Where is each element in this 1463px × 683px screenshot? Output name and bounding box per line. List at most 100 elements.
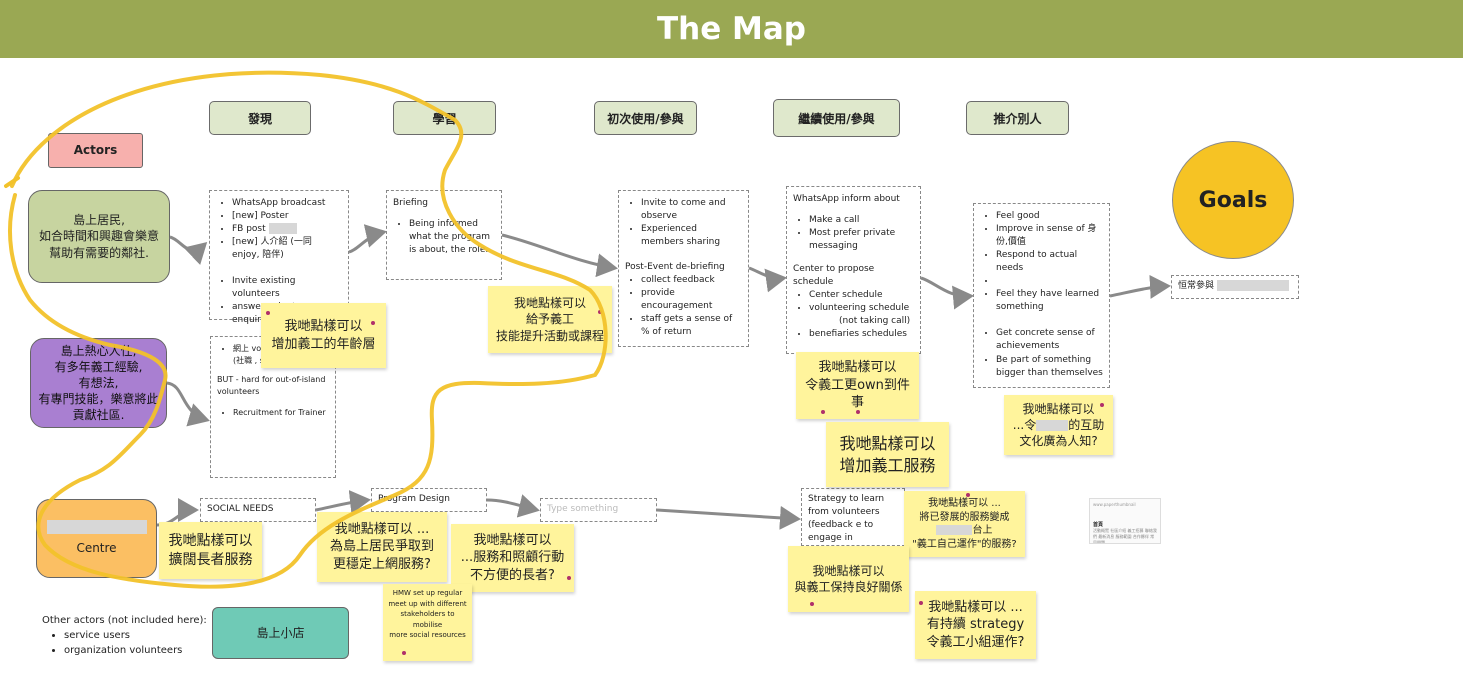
arrow-enthusiasts-discover2 xyxy=(166,381,210,427)
sticky-line: 擴闊長者服務 xyxy=(168,551,253,568)
actor-shop[interactable]: 島上小店 xyxy=(212,607,349,659)
redacted-block xyxy=(268,223,297,235)
sticky-line: 我哋點樣可以 xyxy=(839,433,936,453)
goal-box[interactable]: 恒常參與 xyxy=(1171,275,1299,299)
sticky-note[interactable]: 我哋點樣可以增加義工的年齡層 xyxy=(261,303,386,368)
sticky-note[interactable]: 我哋點樣可以 ...為島上居民爭取到更穩定上網服務? xyxy=(317,512,447,582)
sticky-note[interactable]: 我哋點樣可以 ... 將已發展的服務變成 台上 "義工自己運作"的服務? xyxy=(904,491,1025,557)
refer-item: Feel good xyxy=(996,210,1103,223)
sticky-note[interactable]: 我哋點樣可以給予義工技能提升活動或課程 xyxy=(488,286,612,353)
social-needs-box[interactable]: SOCIAL NEEDS xyxy=(200,498,316,522)
actors-label[interactable]: Actors xyxy=(48,133,143,168)
pin-dot xyxy=(810,602,814,606)
strategy-box[interactable]: Strategy to learn from volunteers (feedb… xyxy=(801,488,905,546)
sticky-line: 與義工保持良好關係 xyxy=(794,580,903,594)
sticky-line: 我哋點樣可以 xyxy=(812,563,885,578)
discover2-but: BUT - hard for out-of-island volunteers xyxy=(217,375,326,396)
actor-enthusiasts-line: 有專門技能，樂意將此 xyxy=(38,392,159,407)
discover-box[interactable]: WhatsApp broadcast [new] Poster FB post … xyxy=(209,190,349,325)
continue-box[interactable]: WhatsApp inform about Make a call Most p… xyxy=(786,186,921,354)
pin-dot xyxy=(821,410,825,414)
sticky-line: 更穩定上網服務? xyxy=(333,556,431,572)
actor-centre[interactable]: Centre xyxy=(36,499,157,578)
first-use-item: Experienced members sharing xyxy=(641,223,742,249)
briefing-box[interactable]: Briefing Being informed what the program… xyxy=(386,190,502,280)
sticky-note[interactable]: 我哋點樣可以 ...令的互助 文化廣為人知? xyxy=(1004,395,1113,455)
stage-discover[interactable]: 發現 xyxy=(209,101,311,135)
discover-item: WhatsApp broadcast xyxy=(232,197,342,210)
sticky-note[interactable]: 我哋點樣可以增加義工服務 xyxy=(826,422,949,487)
briefing-item: Being informed what the program is about… xyxy=(409,218,495,257)
sticky-line: 將已發展的服務變成 xyxy=(919,511,1010,523)
goal-box-label: 恒常參與 xyxy=(1178,281,1215,291)
first-use-post-title: Post-Event de-briefing xyxy=(625,262,725,273)
redacted-block xyxy=(1216,280,1289,291)
redacted-block xyxy=(46,520,147,535)
sticky-note[interactable]: 我哋點樣可以與義工保持良好關係 xyxy=(788,546,909,612)
sticky-line: 為島上居民爭取到 xyxy=(329,539,434,555)
sticky-line: more social resources xyxy=(389,631,466,639)
program-design-box[interactable]: Program Design xyxy=(371,488,487,512)
other-actors-title: Other actors (not included here): xyxy=(42,615,207,626)
sticky-line: 文化廣為人知? xyxy=(1019,434,1098,449)
sticky-line: 有持續 strategy xyxy=(926,617,1025,633)
actor-residents[interactable]: 島上居民, 如合時間和興趣會樂意 幫助有需要的鄰社. xyxy=(28,190,170,283)
sticky-line: 增加義工的年齡層 xyxy=(271,336,376,352)
continue-item: Make a call xyxy=(809,214,914,227)
arrow-socialneeds-program xyxy=(315,490,371,514)
continue-title: WhatsApp inform about xyxy=(793,194,900,204)
refer-item: Be part of something bigger than themsel… xyxy=(996,354,1103,380)
discover-item xyxy=(232,262,342,275)
sticky-line: 台上 xyxy=(912,524,1017,538)
first-use-post-item: provide encouragement xyxy=(641,287,742,313)
sticky-line: 我哋點樣可以 xyxy=(513,296,586,311)
stage-first-use[interactable]: 初次使用/參與 xyxy=(594,101,697,135)
actor-residents-line: 幫助有需要的鄰社. xyxy=(49,245,149,260)
pin-dot xyxy=(598,310,602,314)
refer-item xyxy=(996,314,1103,327)
arrow-program-type xyxy=(486,494,540,518)
actor-enthusiasts[interactable]: 島上熱心人仕, 有多年義工經驗, 有想法, 有專門技能，樂意將此 貢獻社區. xyxy=(30,338,167,428)
pin-dot xyxy=(966,493,970,497)
arrow-refer-goal xyxy=(1109,274,1171,299)
stage-learn[interactable]: 學習 xyxy=(393,101,496,135)
arrow-residents-discover xyxy=(169,235,208,266)
other-actors-item: organization volunteers xyxy=(64,643,212,658)
sticky-note[interactable]: 我哋點樣可以令義工更own到件事 xyxy=(796,352,919,419)
stage-refer[interactable]: 推介別人 xyxy=(966,101,1069,135)
type-something-box[interactable]: Type something xyxy=(540,498,657,522)
sticky-line: ...服務和照顧行動 xyxy=(460,550,565,566)
sticky-line: 令義工小組運作? xyxy=(926,634,1025,650)
other-actors: Other actors (not included here): servic… xyxy=(42,613,212,658)
sticky-line: 我哋點樣可以 xyxy=(1022,401,1095,416)
goals-circle[interactable]: Goals xyxy=(1172,141,1294,259)
refer-item xyxy=(996,275,1103,288)
stage-continue[interactable]: 繼續使用/參與 xyxy=(773,99,900,137)
pin-dot xyxy=(1100,403,1104,407)
first-use-item: Invite to come and observe xyxy=(641,197,742,223)
sticky-line: 我哋點樣可以 ... xyxy=(928,599,1023,615)
thumbnail-title: 首頁 xyxy=(1093,522,1104,528)
refer-item: Feel they have learned something xyxy=(996,288,1103,314)
sticky-line: 我哋點樣可以 xyxy=(284,318,363,334)
first-use-post-item: staff gets a sense of % of return xyxy=(641,313,742,339)
other-actors-item: service users xyxy=(64,628,212,643)
thumbnail-card[interactable]: www.paperthumbnail 首頁 活動概覽 社區介紹 義工招募 聯絡我… xyxy=(1089,498,1161,544)
pin-dot xyxy=(567,576,571,580)
briefing-title: Briefing xyxy=(393,198,428,208)
sticky-line: stakeholders to mobilise xyxy=(400,610,455,629)
first-use-box[interactable]: Invite to come and observe Experienced m… xyxy=(618,190,749,347)
sticky-line: meet up with different xyxy=(388,599,467,608)
pin-dot xyxy=(371,321,375,325)
arrow-discover-briefing xyxy=(348,224,387,254)
continue-center-item: volunteering schedule xyxy=(809,302,914,315)
sticky-note[interactable]: 我哋點樣可以擴闊長者服務 xyxy=(159,522,262,579)
sticky-note[interactable]: 我哋點樣可以...服務和照顧行動不方便的長者? xyxy=(451,524,574,592)
sticky-note-handwritten[interactable]: HMW set up regular meet up with different… xyxy=(383,584,472,661)
refer-box[interactable]: Feel good Improve in sense of 身份,價值 Resp… xyxy=(973,203,1110,388)
discover-item: [new] 人介紹 (一同 enjoy, 陪伴) xyxy=(232,236,342,262)
sticky-line: HMW set up regular xyxy=(392,589,463,597)
continue-sub-item: (not taking call) xyxy=(839,316,911,327)
map-title: The Map xyxy=(0,0,1463,58)
